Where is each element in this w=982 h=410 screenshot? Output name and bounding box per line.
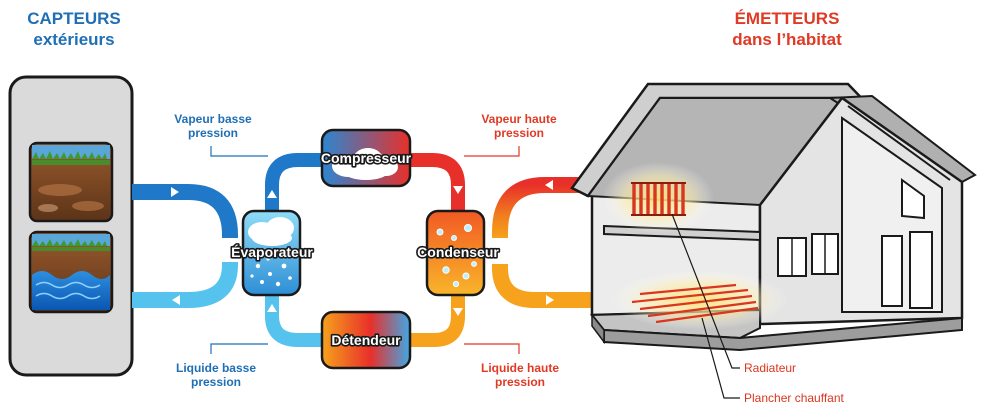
pressure-leader-lines [210, 146, 520, 354]
tall-window-icon [881, 235, 903, 307]
flow-arrow-right-icon [171, 187, 179, 197]
liquid-low-pressure-label: Liquide basse pression [158, 361, 274, 389]
evaporator-unit [241, 209, 302, 297]
evaporator-label: Évaporateur [231, 244, 313, 260]
vapor-high-pressure-label: Vapeur haute pression [464, 112, 574, 140]
ground-sensor-icon [28, 141, 114, 223]
indoor-pipes [492, 177, 600, 308]
radiator-icon [602, 162, 714, 234]
legend-radiator: Radiateur [744, 361, 797, 375]
emitters-heading-line2: dans l’habitat [732, 30, 842, 49]
gable-window-icon [901, 178, 925, 220]
vapor-high-line2: pression [493, 126, 544, 140]
vapor-low-pressure-label: Vapeur basse pression [158, 112, 268, 140]
outdoor-sensors-panel [8, 75, 134, 377]
water-sensor-icon [28, 230, 114, 314]
emitters-heading: ÉMETTEURS dans l’habitat [712, 8, 862, 50]
droplets-icon [250, 257, 292, 287]
legend-leader-lines [671, 213, 740, 399]
tall-window-icon-2 [909, 231, 933, 309]
flow-arrow-left-icon-2 [545, 180, 553, 190]
sensors-heading: CAPTEURS extérieurs [14, 8, 134, 50]
flow-arrow-up-icon [267, 190, 277, 198]
liquid-low-line1: Liquide basse [175, 361, 257, 375]
condenser-label: Condenseur [417, 244, 499, 260]
compressor-label: Compresseur [321, 150, 412, 166]
refrigerant-loop [265, 153, 465, 347]
condenser-unit [425, 209, 486, 297]
bubbles-icon [436, 224, 477, 288]
liquid-high-line2: pression [494, 375, 545, 389]
expansion-valve-label: Détendeur [331, 332, 401, 348]
liquid-high-line1: Liquide haute [481, 361, 559, 375]
flow-arrow-down-icon-2 [453, 308, 463, 316]
liquid-high-pressure-label: Liquide haute pression [462, 361, 578, 389]
vapor-cloud-icon-2 [248, 217, 294, 246]
outdoor-pipes [132, 184, 238, 308]
flow-arrow-up-icon-2 [267, 304, 277, 312]
sensors-heading-line2: extérieurs [33, 30, 115, 49]
emitters-heading-line1: ÉMETTEURS [734, 9, 840, 28]
vapor-low-line2: pression [187, 126, 238, 140]
vapor-high-line1: Vapeur haute [481, 112, 557, 126]
vapor-low-line1: Vapeur basse [174, 112, 252, 126]
flow-arrow-left-icon [172, 295, 180, 305]
legend-floor-heating: Plancher chauffant [744, 391, 844, 405]
sensors-heading-line1: CAPTEURS [27, 9, 121, 28]
vapor-cloud-icon [332, 148, 398, 180]
flow-arrow-right-icon-2 [546, 295, 554, 305]
compressor-unit [320, 128, 412, 188]
floor-heating-icon [610, 270, 790, 330]
flow-arrow-down-icon [453, 186, 463, 194]
liquid-low-line2: pression [190, 375, 241, 389]
expansion-valve-unit [320, 310, 412, 370]
